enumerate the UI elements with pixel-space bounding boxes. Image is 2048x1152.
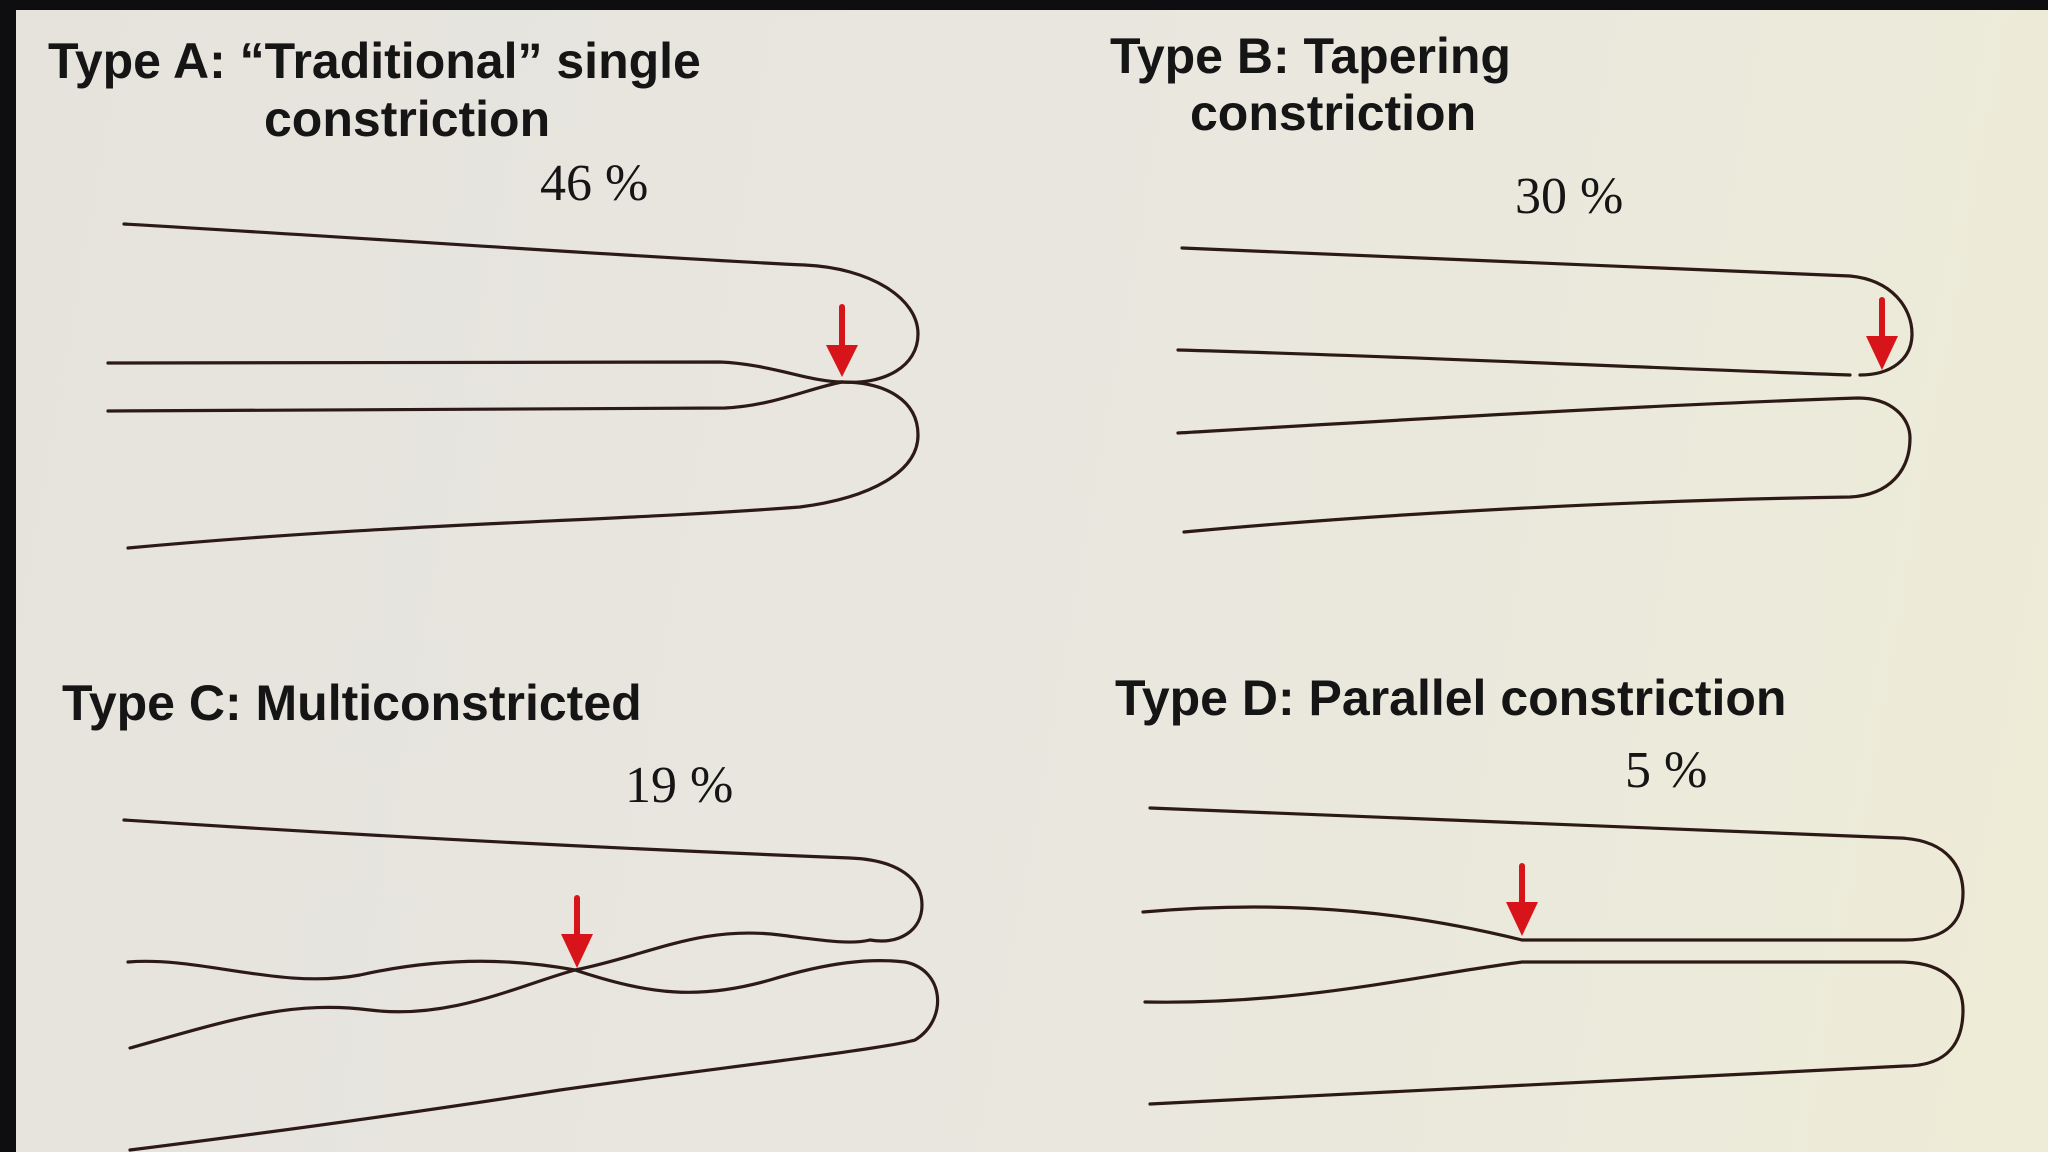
panel-d-percent: 5 % <box>1625 742 1707 799</box>
panel-a-title-line1: Type A: “Traditional” single <box>48 33 701 89</box>
panel-b-constriction-arrow <box>1866 297 1898 370</box>
panel-b-outline <box>1176 246 1914 534</box>
panel-c-constriction-arrow <box>561 895 593 968</box>
panel-c-title: Type C: Multiconstricted <box>62 675 642 731</box>
panel-a-upper-inner-line <box>106 360 844 384</box>
panel-a-outline <box>106 222 920 550</box>
panel-a-constriction-arrow <box>826 304 858 377</box>
panel-d-upper-inner-line <box>1141 905 1524 942</box>
panel-b-lower-inner-line <box>1176 396 1912 440</box>
panel-type-b: Type B: Tapering constriction 30 % <box>1110 28 1914 534</box>
panel-d-lower-outer-line <box>1148 1008 1965 1106</box>
panel-b-title-line1: Type B: Tapering <box>1110 28 1511 84</box>
panel-b-title-line2: constriction <box>1190 85 1476 141</box>
panel-b-percent: 30 % <box>1515 168 1623 225</box>
panel-b-upper-inner-line <box>1176 348 1852 377</box>
panel-c-percent: 19 % <box>625 757 733 814</box>
panel-type-a: Type A: “Traditional” single constrictio… <box>48 33 920 550</box>
panel-b-lower-outer-line <box>1182 436 1912 534</box>
panel-c-lower-inner-line <box>128 958 907 1050</box>
panel-b-upper-outer-line <box>1180 246 1914 377</box>
panel-c-outline <box>122 818 940 1152</box>
panel-a-upper-outer-line <box>122 222 920 384</box>
panel-a-percent: 46 % <box>540 155 648 212</box>
panel-c-upper-inner-line <box>126 931 872 981</box>
panel-d-outline <box>1141 806 1965 1106</box>
panel-d-lower-inner-line <box>1143 960 1965 1012</box>
panel-d-constriction-arrow <box>1506 863 1538 936</box>
panel-type-c: Type C: Multiconstricted 19 % <box>62 675 940 1152</box>
panel-c-lower-outer-line <box>128 960 940 1152</box>
panel-type-d: Type D: Parallel constriction 5 % <box>1115 670 1965 1106</box>
panel-a-lower-inner-line <box>106 380 844 413</box>
panel-d-title: Type D: Parallel constriction <box>1115 670 1786 726</box>
panel-c-upper-outer-line <box>122 818 924 943</box>
panel-a-lower-outer-line <box>126 380 920 550</box>
panel-d-upper-outer-line <box>1148 806 1965 942</box>
panel-a-title-line2: constriction <box>264 91 550 147</box>
